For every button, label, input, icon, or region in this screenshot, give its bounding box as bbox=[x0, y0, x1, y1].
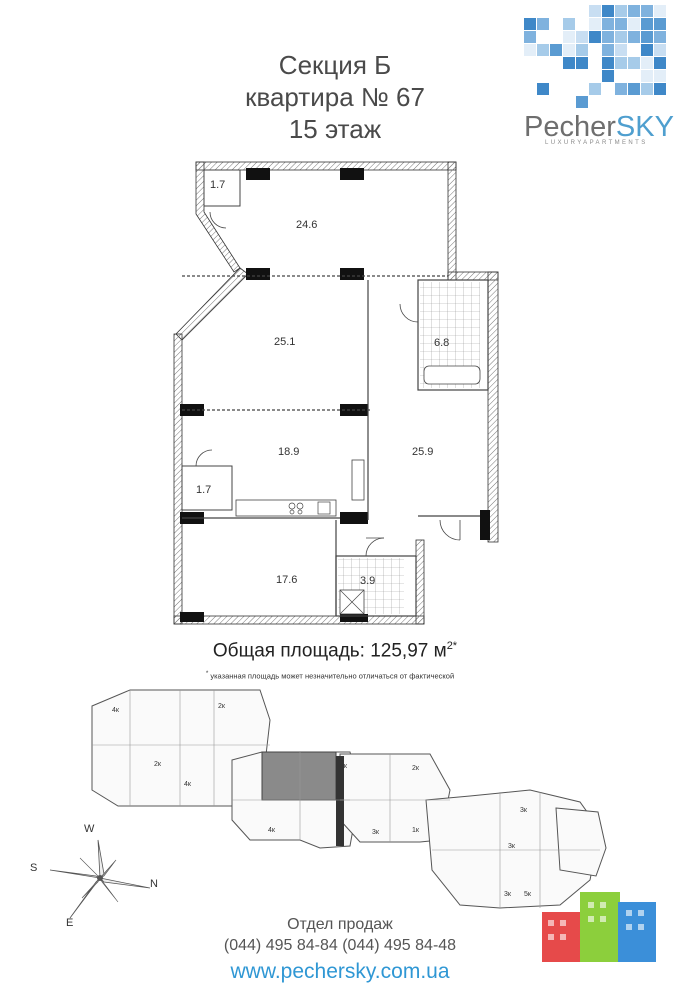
sales-title: Отдел продаж bbox=[150, 916, 530, 934]
apartment-type-label: 2к bbox=[412, 765, 420, 772]
apartment-type-label: 3к bbox=[504, 891, 512, 898]
apartment-type-label: 3к bbox=[520, 807, 528, 814]
building-floor-plan: 4к 2к 4к 2к 3к 2к 4к 3к 1к 3к 3к 3к 5к bbox=[0, 0, 679, 920]
compass-west: W bbox=[84, 823, 94, 835]
apartment-type-label: 4к bbox=[268, 827, 276, 834]
apartment-type-label: 4к bbox=[184, 781, 192, 788]
highlighted-apartment bbox=[262, 752, 336, 800]
compass-north: N bbox=[150, 878, 158, 890]
apartment-type-label: 5к bbox=[524, 891, 532, 898]
apartment-type-label: 2к bbox=[218, 703, 226, 710]
apartment-type-label: 3к bbox=[372, 829, 380, 836]
apartment-type-label: 3к bbox=[508, 843, 516, 850]
apartment-type-label: 4к bbox=[112, 707, 120, 714]
compass-east: E bbox=[66, 917, 73, 929]
compass-center bbox=[97, 875, 103, 881]
apartment-type-label: 3к bbox=[340, 763, 348, 770]
website-link[interactable]: www.pechersky.com.ua bbox=[150, 960, 530, 984]
compass-south: S bbox=[30, 862, 37, 874]
apartment-type-label: 2к bbox=[154, 761, 162, 768]
colored-buildings-logo bbox=[540, 888, 660, 968]
apartment-type-label: 1к bbox=[412, 827, 420, 834]
sales-phones: (044) 495 84-84 (044) 495 84-48 bbox=[150, 937, 530, 955]
